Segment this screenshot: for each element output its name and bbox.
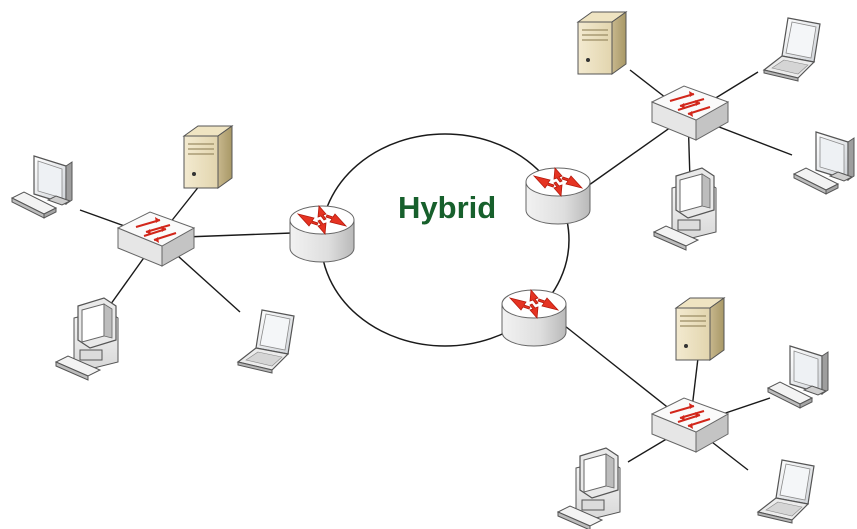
laptop-icon xyxy=(763,17,821,82)
laptop-icon xyxy=(237,309,295,374)
laptop-icon xyxy=(757,459,815,524)
diagram-title: Hybrid xyxy=(398,190,497,225)
desktop-pc-icon xyxy=(653,167,717,251)
desktop-pc-icon xyxy=(557,447,621,529)
switch-icon xyxy=(117,211,195,267)
monitor-icon xyxy=(11,155,73,219)
server-icon xyxy=(183,125,233,189)
monitor-icon xyxy=(767,345,829,409)
router-icon xyxy=(525,167,591,225)
server-icon xyxy=(577,11,627,75)
router-icon xyxy=(289,205,355,263)
desktop-pc-icon xyxy=(55,297,119,381)
router-icon xyxy=(501,289,567,347)
monitor-icon xyxy=(793,131,855,195)
switch-icon xyxy=(651,397,729,453)
server-icon xyxy=(675,297,725,361)
